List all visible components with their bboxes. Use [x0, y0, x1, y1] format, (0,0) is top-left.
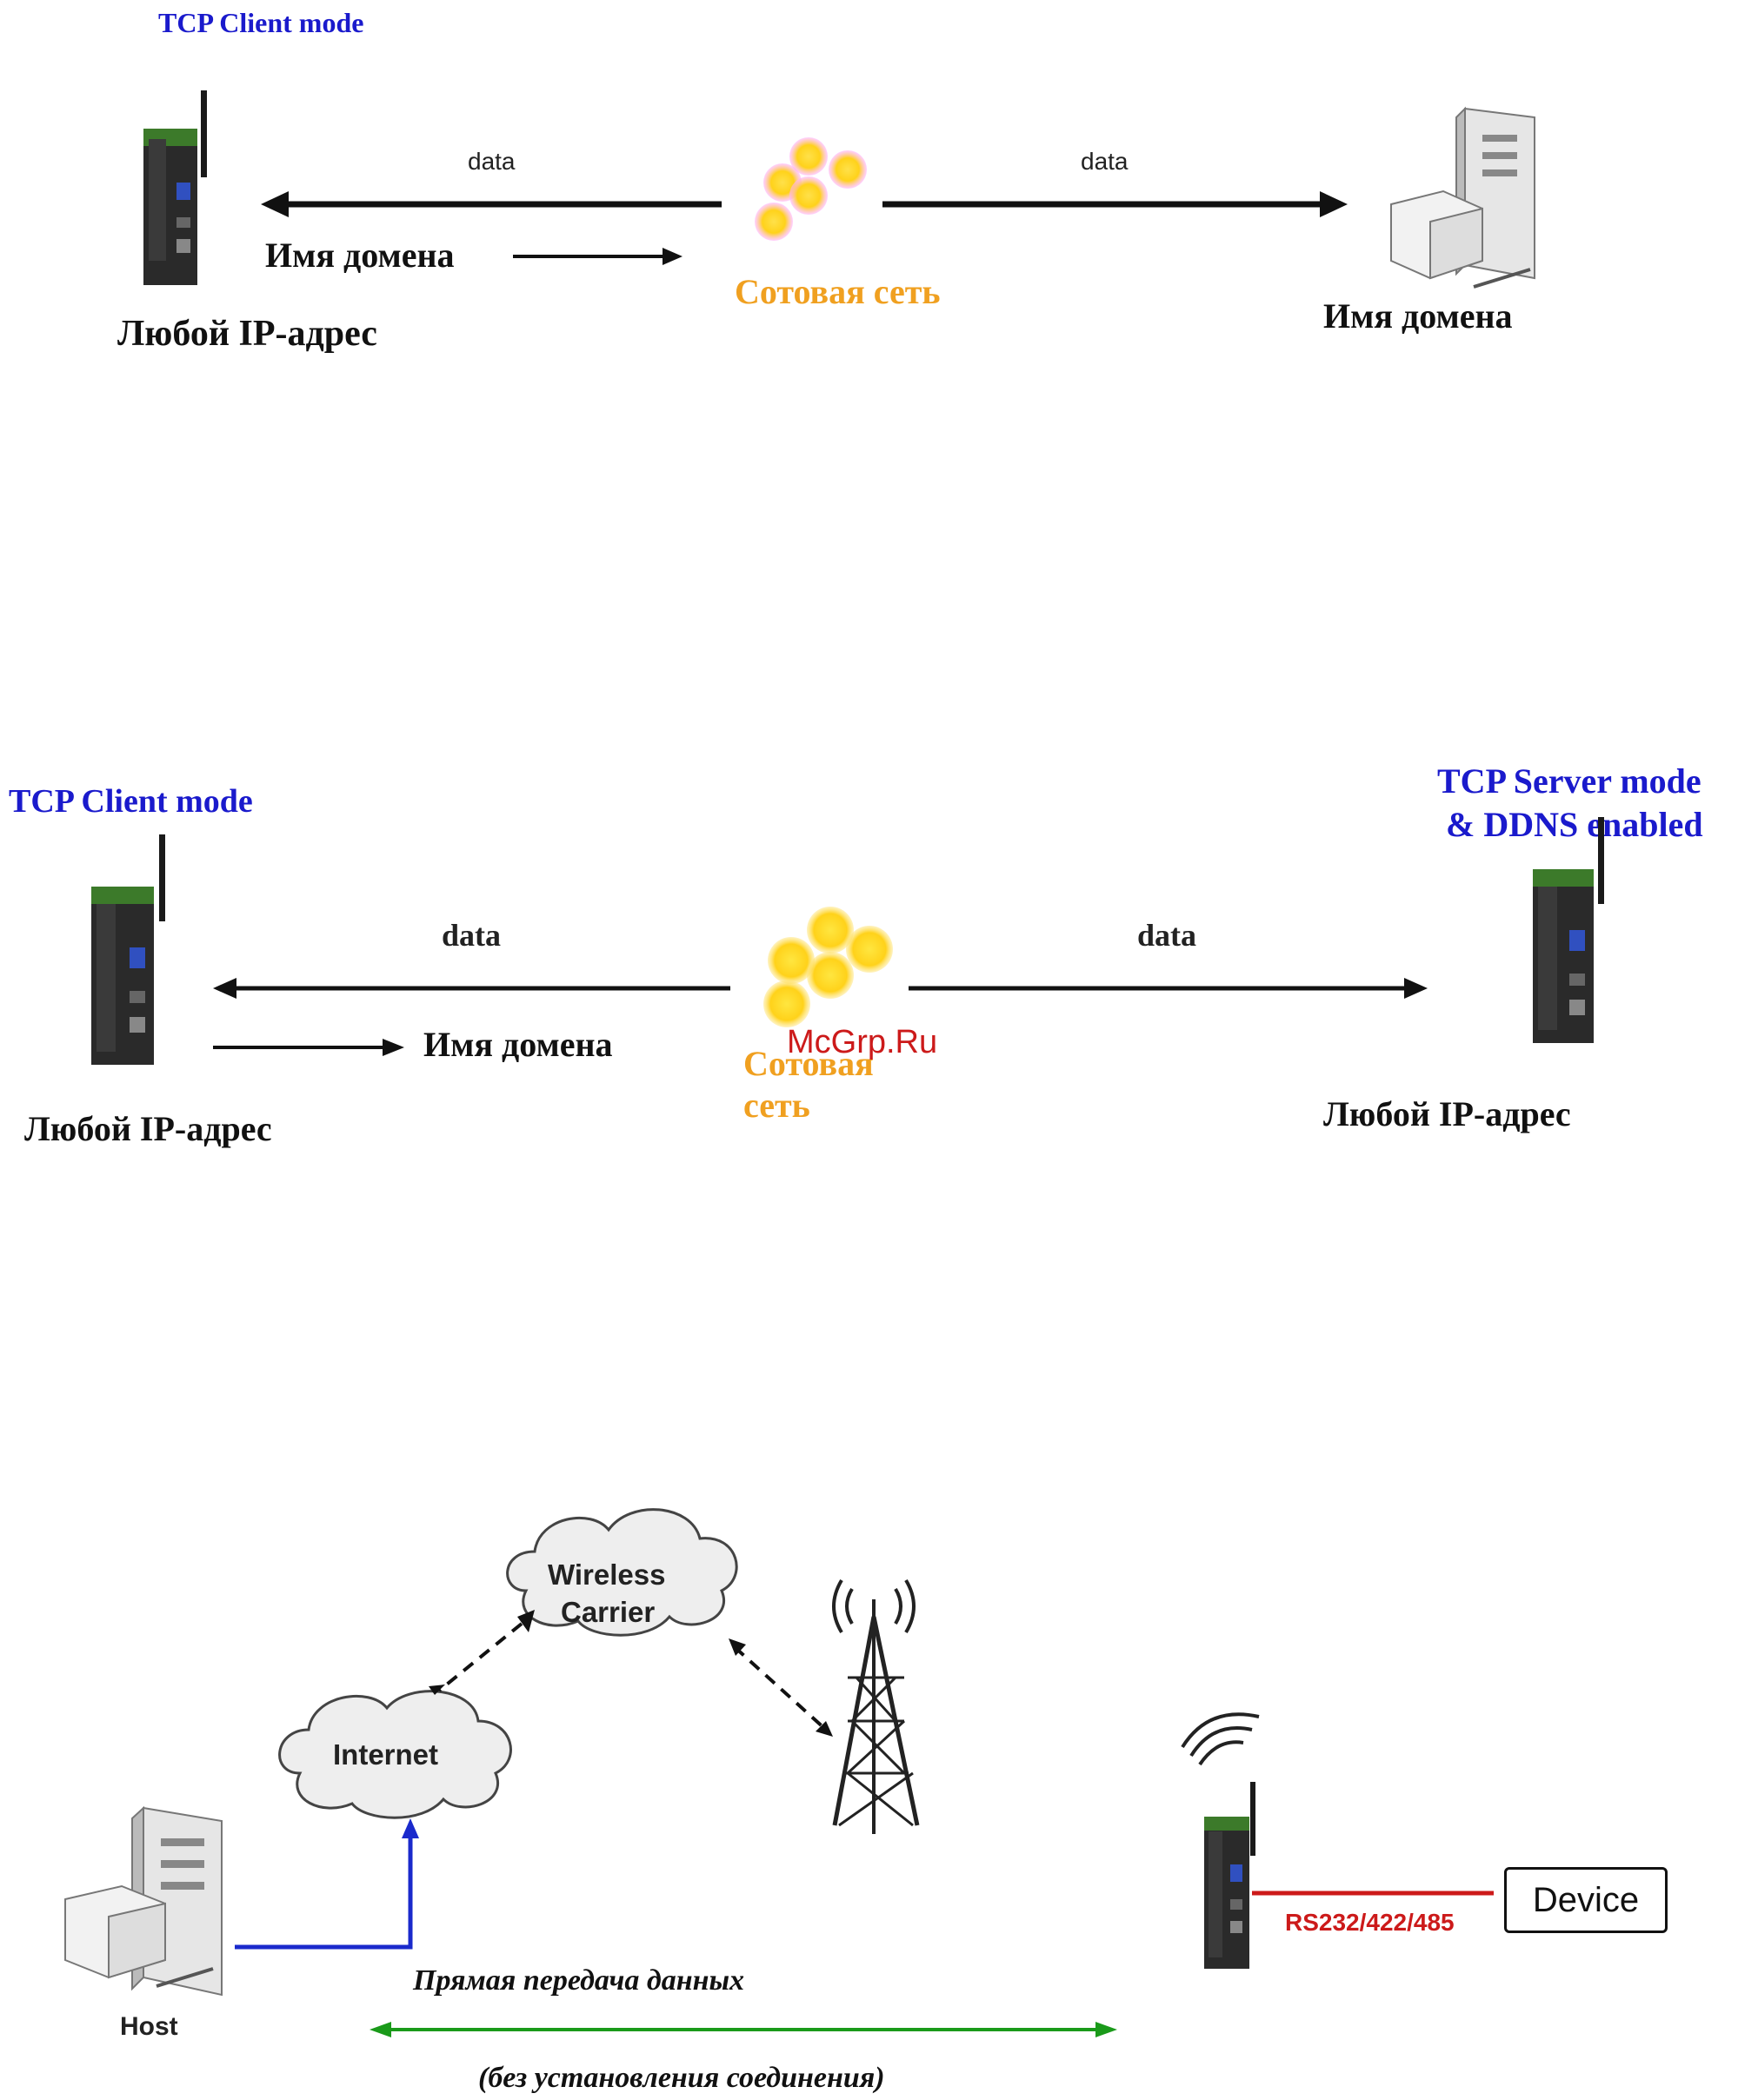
diagram1-cellular-label: Сотовая сеть: [735, 272, 941, 311]
cell-tower-icon: [832, 1578, 920, 1834]
direct-transfer-label-1: Прямая передача данных: [413, 1964, 745, 1997]
device-label: Device: [1532, 1880, 1640, 1919]
serial-label: RS232/422/485: [1285, 1909, 1455, 1936]
diagram1-mode-label: TCP Client mode: [158, 7, 364, 38]
diagram1-ip-left: Любой IP-адрес: [117, 314, 377, 354]
diagram2-domain: Имя домена: [423, 1025, 613, 1064]
device-box: Device: [1504, 1867, 1668, 1933]
diagram3-graphics: [64, 1508, 1494, 2037]
diagram2-ip-right: Любой IP-адрес: [1323, 1094, 1571, 1133]
host-computer-icon: [64, 1805, 223, 1997]
diagram2-cellular-2: сеть: [743, 1086, 810, 1125]
diagram1-data-right: data: [1081, 148, 1129, 175]
wireless-signal-icon: [1181, 1712, 1260, 1766]
diagram2-client-label: TCP Client mode: [9, 783, 253, 820]
diagram1-data-left: data: [468, 148, 516, 175]
diagram2-server-label-1: TCP Server mode: [1437, 761, 1701, 801]
diagram-1: TCP Client mode: [0, 0, 1738, 382]
diagram-3: Wireless Carrier Internet Device RS232/4…: [0, 1478, 1738, 2100]
internet-label: Internet: [333, 1738, 439, 1771]
watermark: McGrp.Ru: [787, 1024, 938, 1060]
diagram2-cellular-1: Сотовая: [743, 1044, 874, 1083]
diagram1-domain-left: Имя домена: [265, 236, 455, 275]
diagram2-data-left: data: [442, 918, 502, 953]
wireless-carrier-label-1: Wireless: [548, 1558, 666, 1591]
diagram2-server-label-2: & DDNS enabled: [1446, 805, 1703, 844]
wireless-carrier-label-2: Carrier: [561, 1596, 656, 1628]
diagram1-domain-right: Имя домена: [1323, 296, 1513, 336]
direct-transfer-label-2: (без установления соединения): [478, 2062, 885, 2094]
diagram-2: TCP Client mode TCP Server mode & DDNS e…: [0, 748, 1738, 1182]
host-label: Host: [120, 2012, 178, 2041]
gateway-device-icon: [1204, 1782, 1255, 1969]
diagram2-ip-left: Любой IP-адрес: [24, 1109, 272, 1148]
diagram2-data-right: data: [1137, 918, 1197, 953]
host-internet-link: [235, 1834, 413, 1950]
